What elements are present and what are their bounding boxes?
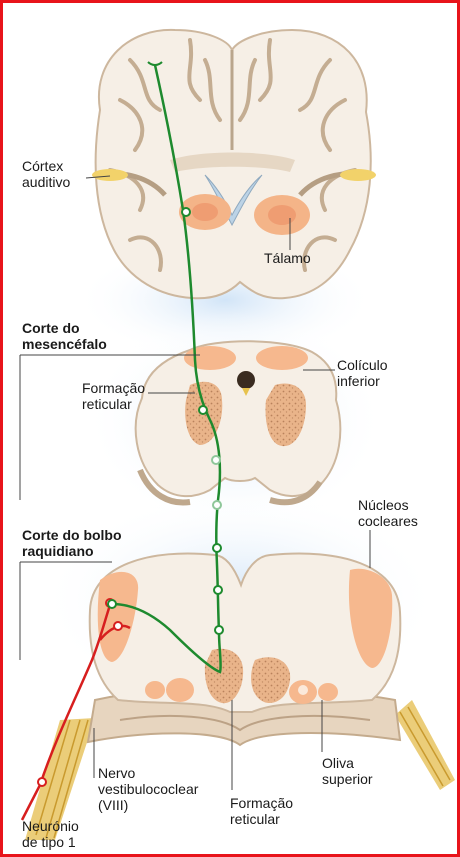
red-frame (0, 0, 460, 857)
